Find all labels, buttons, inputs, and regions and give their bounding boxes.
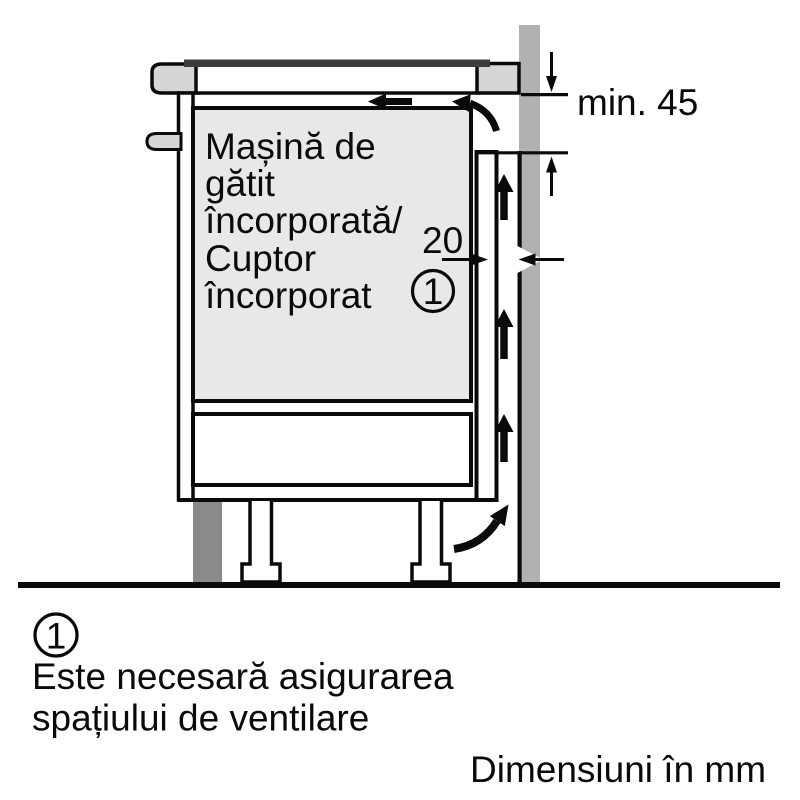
- plinth-foot: [193, 502, 222, 582]
- units-note: Dimensiuni în mm: [470, 749, 766, 790]
- cabinet-side-panel: [176, 91, 195, 502]
- dimension-arrow-right-icon: [472, 254, 488, 265]
- cabinet-rear-panel: [474, 150, 499, 502]
- dimension-label-20: 20: [422, 220, 463, 261]
- airflow-curved-arrow-top-head: [452, 94, 471, 112]
- oven-label-line-5: încorporat: [204, 275, 372, 316]
- airflow-arrow-up-icon: [494, 414, 514, 462]
- legend-note-line-1: Este necesară asigurarea: [32, 656, 454, 697]
- oven-label-line-3: încorporată/: [204, 200, 403, 241]
- airflow-curved-arrow-top-icon: [468, 99, 500, 133]
- legend-note-line-2: spațiului de ventilare: [32, 698, 369, 739]
- oven-cavity: [191, 106, 473, 403]
- wall-face-line: [517, 151, 522, 583]
- callout-number: 1: [423, 271, 444, 312]
- cabinet-leg-front: [240, 501, 282, 584]
- legend-callout-number: 1: [46, 616, 67, 657]
- drawer-compartment: [191, 412, 473, 487]
- oven-label-line-4: Cuptor: [205, 238, 316, 279]
- legend-callout-circle: [33, 612, 79, 658]
- floor-line: [18, 582, 780, 588]
- worktop-right-section: [475, 61, 521, 95]
- hob-glass-surface: [184, 59, 490, 67]
- dimension-arrow-up-icon: [546, 156, 557, 173]
- airflow-arrow-up-icon: [494, 174, 514, 220]
- cabinet-handle: [145, 132, 183, 151]
- oven-label-line-2: gătit: [205, 163, 276, 204]
- callout-circle: [410, 268, 456, 314]
- oven-label-line-1: Mașină de: [205, 126, 376, 167]
- airflow-arrow-up-icon: [494, 309, 514, 359]
- dimension-label-min45: min. 45: [577, 82, 698, 123]
- airflow-curved-arrow-bottom-head: [489, 504, 509, 527]
- hob-body: [194, 61, 481, 95]
- dimension-arrow-left-icon: [518, 253, 536, 266]
- wall-section: [519, 25, 540, 583]
- airflow-curved-arrow-bottom-icon: [453, 518, 501, 553]
- cabinet-leg-rear: [410, 501, 452, 584]
- worktop-left-section: [150, 62, 200, 95]
- airflow-arrow-left-icon: [368, 93, 412, 110]
- dimension-arrow-down-icon: [546, 76, 557, 92]
